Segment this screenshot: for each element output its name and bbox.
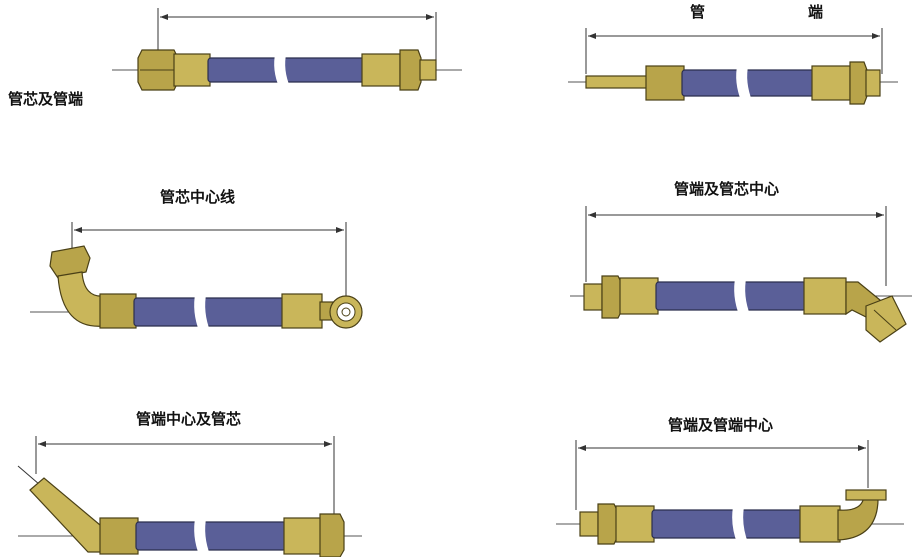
- label-end-and-end-center: 管端及管端中心: [668, 416, 773, 434]
- panel-core-centerline: 管芯中心线: [30, 188, 363, 333]
- label-end-and-core-center: 管端及管芯中心: [674, 180, 779, 198]
- label-end-char2: 端: [808, 3, 823, 21]
- panel-end-and-core-center: 管端及管芯中心: [570, 180, 912, 343]
- panel-end-center-and-core: 管端中心及管芯: [17, 410, 362, 557]
- label-end-char1: 管: [690, 3, 705, 21]
- panel-end: 管 端: [568, 3, 898, 105]
- label-core-and-end: 管芯及管端: [8, 90, 83, 108]
- panel-end-and-end-center: 管端及管端中心: [556, 416, 904, 545]
- panel-core-and-end: 管芯及管端: [8, 8, 462, 108]
- label-core-centerline: 管芯中心线: [160, 188, 235, 206]
- label-end-center-and-core: 管端中心及管芯: [136, 410, 241, 428]
